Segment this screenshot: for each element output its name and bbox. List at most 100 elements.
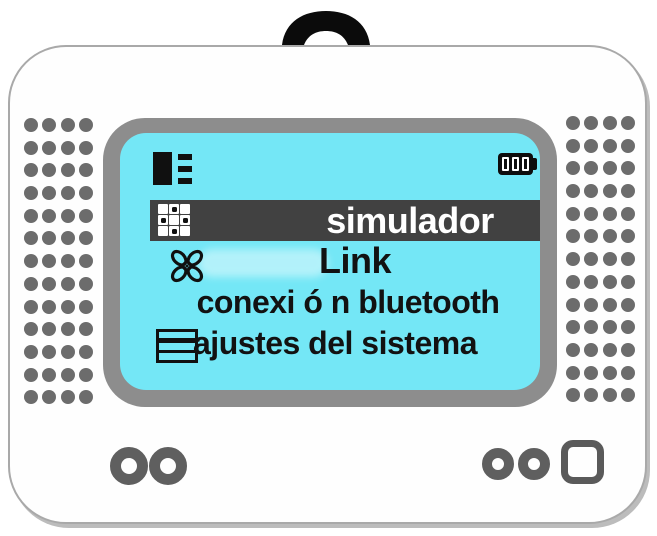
speaker-dot (584, 297, 599, 312)
menu-list-icon (153, 150, 195, 188)
speaker-dot (602, 388, 617, 403)
speaker-dot (24, 254, 38, 269)
speaker-dot (42, 231, 57, 246)
speaker-dot (42, 390, 57, 405)
round-button-right-2[interactable] (518, 448, 550, 480)
speaker-dot (78, 367, 93, 382)
speaker-grille-left (24, 118, 93, 405)
speaker-dot (24, 299, 38, 314)
menu-item-system-settings[interactable]: ajustes del sistema (193, 325, 477, 361)
speaker-dot (566, 320, 580, 335)
speaker-dot (620, 184, 635, 199)
speaker-dot (78, 140, 93, 155)
speaker-dot (584, 388, 599, 403)
round-button-left-1[interactable] (110, 447, 148, 485)
speaker-dot (602, 229, 617, 244)
speaker-dot (24, 118, 38, 132)
round-button-right-1[interactable] (482, 448, 514, 480)
speaker-dot (42, 276, 57, 291)
speaker-dot (566, 184, 580, 199)
speaker-dot (584, 138, 599, 153)
speaker-dot (78, 118, 93, 132)
speaker-dot (60, 208, 75, 223)
speaker-dot (78, 254, 93, 269)
battery-bar (522, 157, 529, 171)
speaker-dot (602, 342, 617, 357)
speaker-dot (60, 322, 75, 337)
speaker-dot (60, 367, 75, 382)
speaker-dot (24, 140, 38, 155)
speaker-dot (42, 208, 57, 223)
speaker-dot (584, 229, 599, 244)
speaker-dot (60, 231, 75, 246)
speaker-dot (566, 229, 580, 244)
speaker-dot (60, 390, 75, 405)
speaker-dot (620, 274, 635, 289)
speaker-dot (620, 342, 635, 357)
speaker-dot (78, 344, 93, 359)
speaker-dot (602, 184, 617, 199)
speaker-dot (602, 252, 617, 267)
battery-bar (512, 157, 519, 171)
screen-bezel: simulador Link conexi ó n bluetooth aju (103, 118, 557, 407)
speaker-dot (602, 161, 617, 176)
speaker-dot (602, 138, 617, 153)
speaker-dot (42, 118, 57, 132)
speaker-dot (60, 276, 75, 291)
speaker-dot (584, 184, 599, 199)
speaker-dot (620, 161, 635, 176)
menu-item-link[interactable]: Link (318, 240, 392, 281)
square-button[interactable] (561, 440, 604, 484)
speaker-dot (620, 138, 635, 153)
battery-bars (502, 157, 529, 171)
speaker-dot (620, 365, 635, 380)
speaker-dot (60, 163, 75, 178)
speaker-dot (602, 274, 617, 289)
speaker-dot (60, 186, 75, 201)
speaker-dot (24, 322, 38, 337)
speaker-dot (60, 140, 75, 155)
speaker-dot (42, 186, 57, 201)
speaker-dot (602, 365, 617, 380)
menu-item-bluetooth[interactable]: conexi ó n bluetooth (196, 284, 500, 320)
speaker-dot (584, 116, 599, 130)
speaker-dot (566, 161, 580, 176)
speaker-dot (42, 367, 57, 382)
model-select-grid-icon (158, 204, 190, 236)
device-body: simulador Link conexi ó n bluetooth aju (8, 45, 647, 524)
speaker-dot (620, 229, 635, 244)
speaker-dot (24, 186, 38, 201)
speaker-dot (584, 320, 599, 335)
speaker-dot (584, 206, 599, 221)
speaker-dot (78, 322, 93, 337)
speaker-dot (24, 367, 38, 382)
speaker-grille-right (566, 116, 635, 403)
power-knob-icon[interactable] (280, 9, 372, 45)
speaker-dot (566, 342, 580, 357)
speaker-dot (78, 299, 93, 314)
speaker-dot (42, 163, 57, 178)
speaker-dot (620, 116, 635, 130)
speaker-dot (60, 344, 75, 359)
menu-item-simulador[interactable]: simulador (150, 200, 540, 241)
speaker-dot (620, 388, 635, 403)
speaker-dot (566, 297, 580, 312)
speaker-dot (78, 276, 93, 291)
speaker-dot (24, 390, 38, 405)
speaker-dot (24, 208, 38, 223)
system-settings-list-icon (156, 329, 198, 363)
speaker-dot (78, 231, 93, 246)
speaker-dot (42, 254, 57, 269)
speaker-dot (566, 274, 580, 289)
speaker-dot (602, 206, 617, 221)
round-button-left-2[interactable] (149, 447, 187, 485)
speaker-dot (602, 320, 617, 335)
speaker-dot (42, 140, 57, 155)
speaker-dot (584, 365, 599, 380)
speaker-dot (584, 342, 599, 357)
speaker-dot (60, 118, 75, 132)
speaker-dot (566, 388, 580, 403)
menu-item-label: simulador (326, 200, 494, 241)
speaker-dot (24, 344, 38, 359)
